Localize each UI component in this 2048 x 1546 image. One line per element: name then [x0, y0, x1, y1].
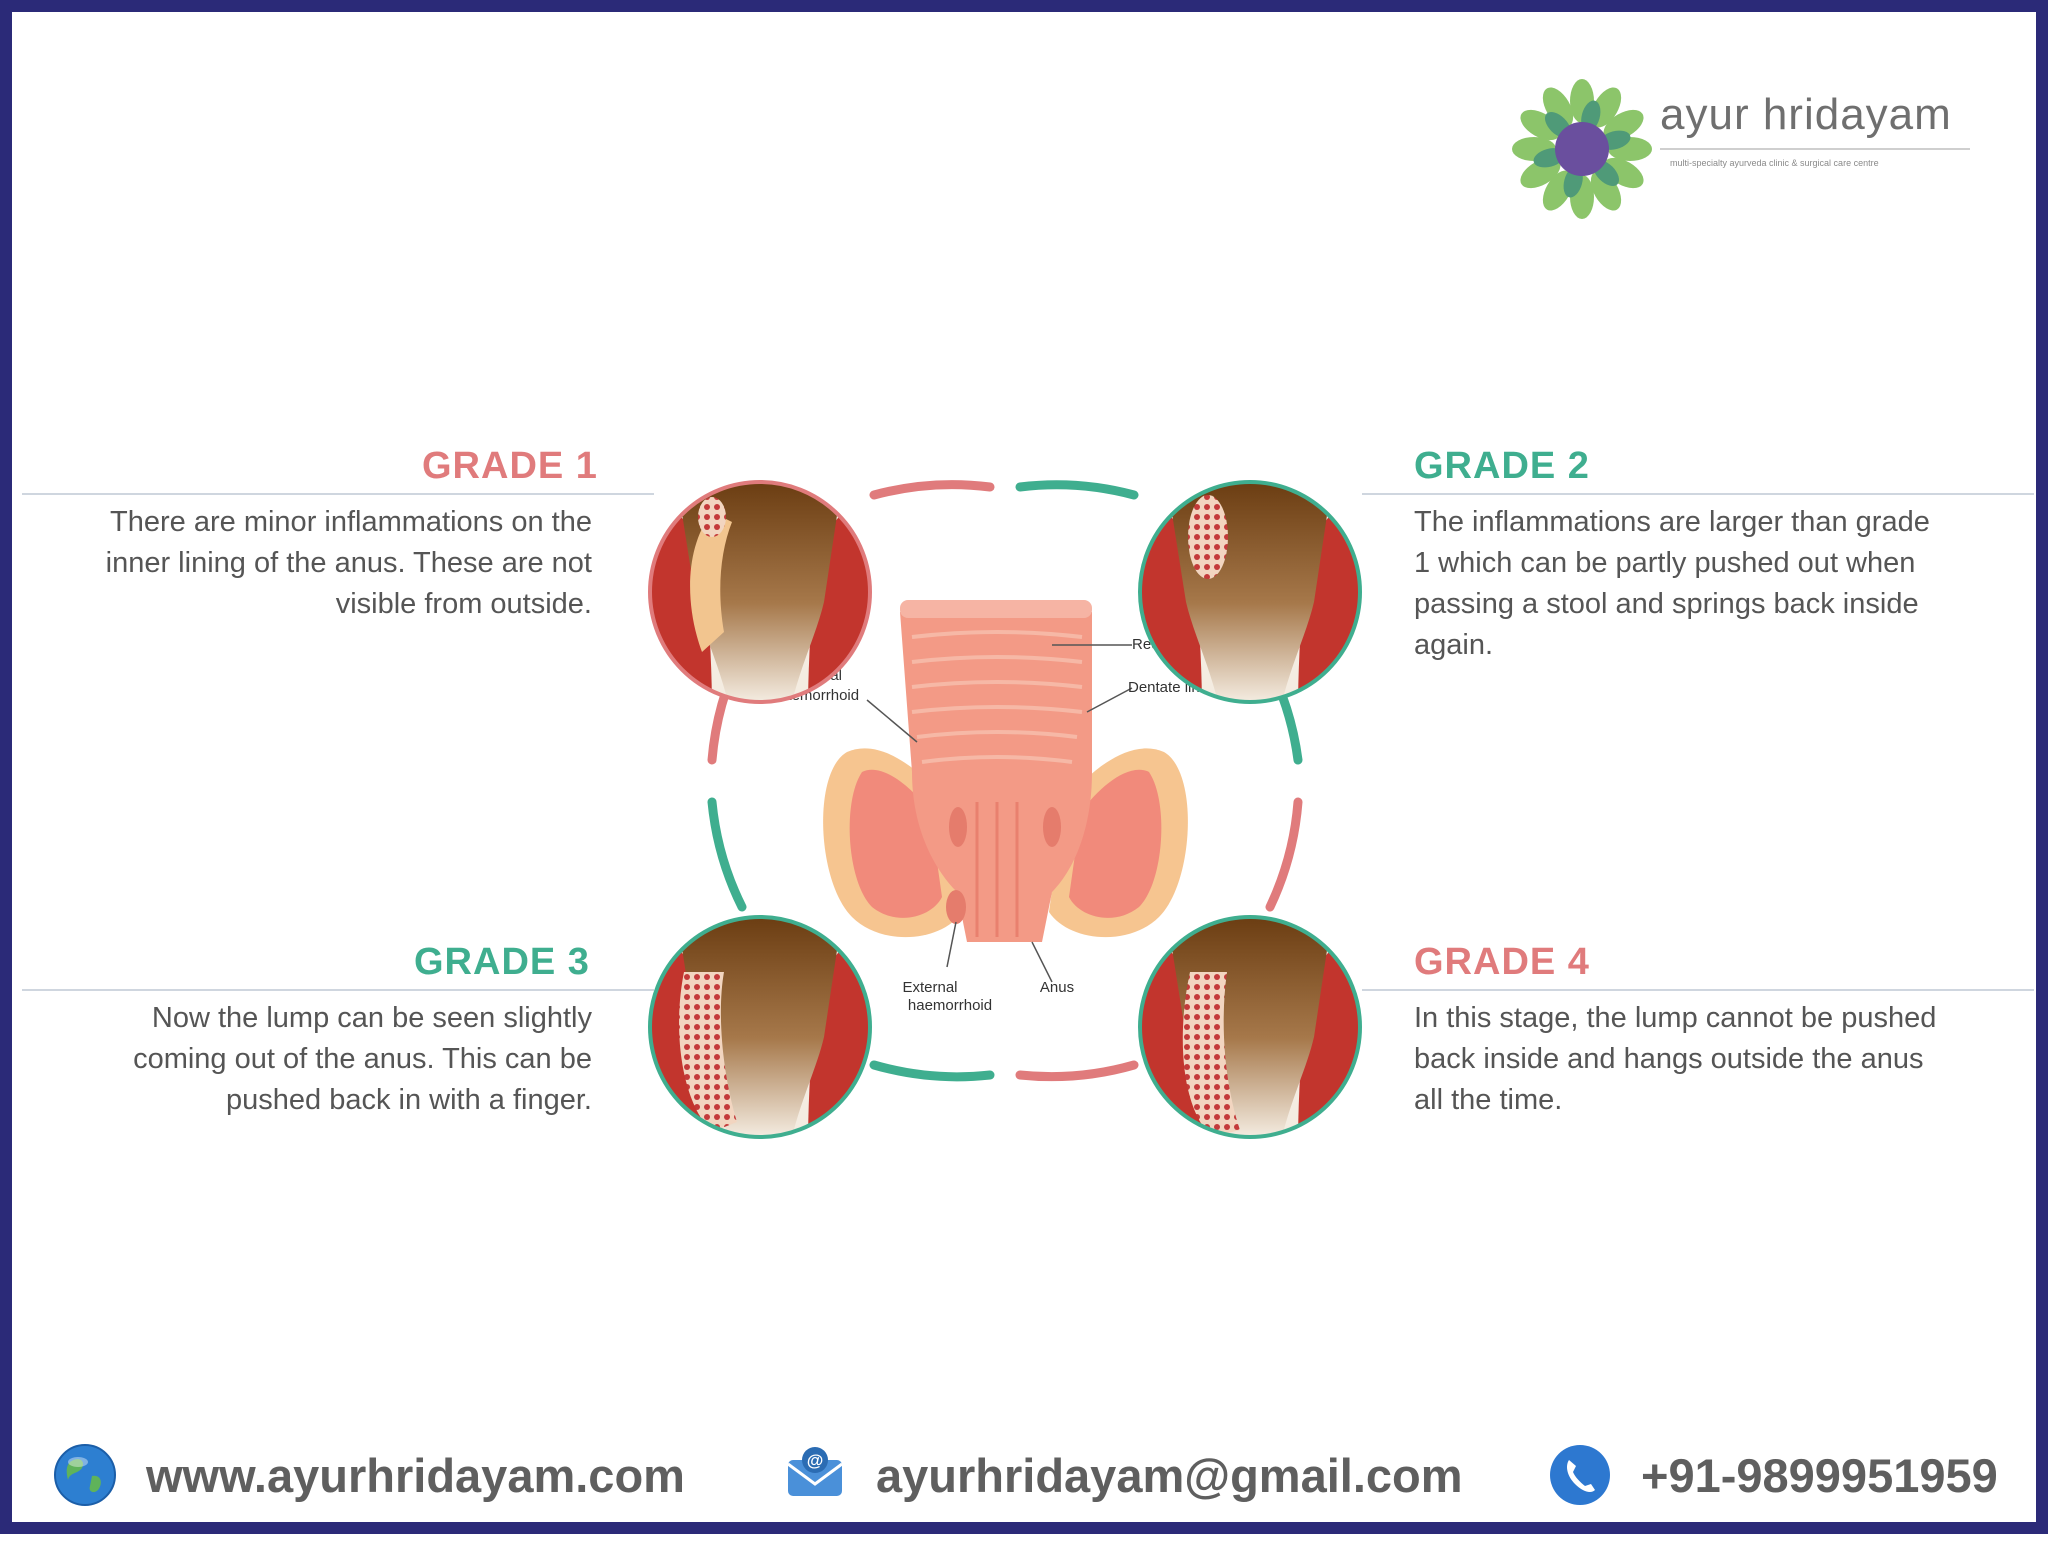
ring-arc	[869, 480, 995, 500]
label-external-2: haemorrhoid	[908, 997, 992, 1014]
globe-icon	[54, 1444, 116, 1506]
grade-2-rule	[1362, 493, 2034, 495]
grade-2-ring	[1138, 480, 1362, 704]
grade-1-rule	[22, 493, 654, 495]
grade-3-description: Now the lump can be seen slightly coming…	[22, 998, 592, 1121]
grade-4-description: In this stage, the lump cannot be pushed…	[1414, 998, 2034, 1121]
ring-arc	[707, 797, 747, 912]
contact-footer: www.ayurhridayam.com @ ayurhridayam@gmai…	[12, 1412, 2048, 1532]
grade-2-line: passing a stool and springs back inside	[1414, 588, 1919, 620]
grade-4-ring	[1138, 915, 1362, 1139]
grade-4-rule	[1362, 989, 2034, 991]
grade-4-line: back inside and hangs outside the anus	[1414, 1043, 1924, 1075]
grade-1-line: visible from outside.	[335, 588, 592, 620]
grade-2-illustration	[1140, 482, 1360, 702]
phone-text: +91-9899951959	[1641, 1448, 1998, 1502]
grade-3-illustration	[650, 917, 870, 1137]
email-link[interactable]: @ ayurhridayam@gmail.com	[782, 1440, 1463, 1510]
lotus-icon	[1512, 79, 1652, 219]
svg-text:@: @	[807, 1451, 824, 1470]
grade-1-description: There are minor inflammations on the inn…	[22, 502, 592, 625]
ring-arc	[869, 1060, 995, 1082]
grade-1-ring	[648, 480, 872, 704]
ring-arc	[1265, 797, 1303, 912]
grade-1-illustration	[650, 482, 870, 702]
grade-4-illustration	[1140, 917, 1360, 1137]
brand-logo: ayur hridayam multi-specialty ayurveda c…	[1512, 74, 1982, 224]
website-link[interactable]: www.ayurhridayam.com	[52, 1440, 685, 1510]
grade-1-title: GRADE 1	[422, 445, 598, 487]
ring-arc	[1015, 1060, 1139, 1082]
grade-3-line: Now the lump can be seen slightly	[151, 1002, 592, 1034]
phone-icon	[1550, 1445, 1610, 1505]
grade-1-line: There are minor inflammations on the	[110, 506, 592, 538]
grade-2-description: The inflammations are larger than grade …	[1414, 502, 2034, 666]
grade-3-title: GRADE 3	[414, 941, 590, 983]
grade-3-line: coming out of the anus. This can be	[133, 1043, 592, 1075]
grade-3-ring	[648, 915, 872, 1139]
grade-3-rule	[22, 989, 654, 991]
label-external: External	[902, 979, 957, 996]
rectum-illustration	[823, 600, 1188, 942]
grade-2-line: again.	[1414, 629, 1494, 661]
website-text: www.ayurhridayam.com	[146, 1448, 685, 1502]
grade-4-line: In this stage, the lump cannot be pushed	[1414, 1002, 1937, 1034]
anatomy-diagram: Rectum Dentate line Internal haemorrhoid…	[648, 480, 1362, 1139]
grade-1-line: inner lining of the anus. These are not	[105, 547, 592, 579]
ring-arc	[1015, 480, 1139, 500]
brand-tagline: multi-specialty ayurveda clinic & surgic…	[1670, 158, 1879, 168]
email-icon: @	[787, 1447, 843, 1496]
phone-link[interactable]: +91-9899951959	[1547, 1440, 1998, 1510]
label-anus: Anus	[1040, 979, 1074, 996]
brand-divider	[1660, 148, 1970, 150]
email-text: ayurhridayam@gmail.com	[876, 1448, 1463, 1502]
grade-2-line: 1 which can be partly pushed out when	[1414, 547, 1916, 579]
brand-name: ayur hridayam	[1660, 90, 1952, 139]
grade-2-title: GRADE 2	[1414, 445, 1590, 487]
grade-4-title: GRADE 4	[1414, 941, 1590, 983]
grade-4-line: all the time.	[1414, 1084, 1563, 1116]
grade-3-line: pushed back in with a finger.	[226, 1084, 592, 1116]
grade-2-line: The inflammations are larger than grade	[1414, 506, 1930, 538]
